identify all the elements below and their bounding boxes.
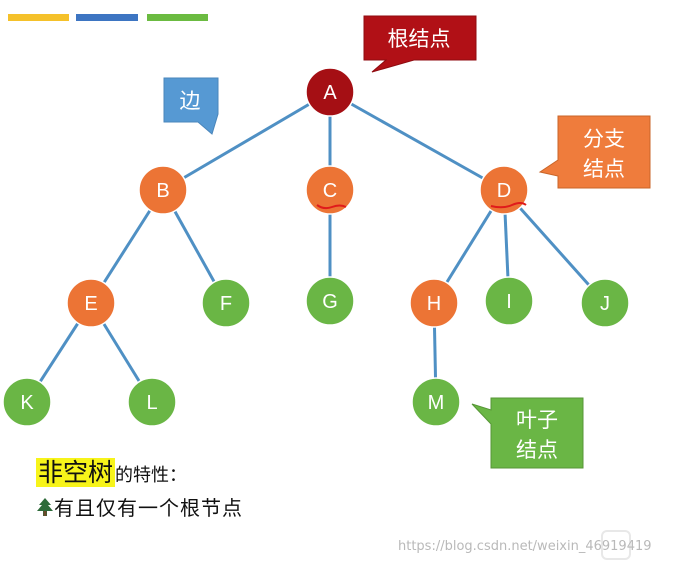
top-bar-blue (76, 14, 138, 21)
tree-properties: 非空树的特性： 有且仅有一个根节点 (36, 456, 243, 525)
node-circle-d (479, 165, 529, 215)
callout-root: 根结点 (363, 15, 477, 73)
node-l: L (127, 377, 177, 427)
node-circle-l (127, 377, 177, 427)
callout-edge-text: 边 (180, 89, 201, 113)
node-label-f: F (220, 293, 232, 315)
edge-a-d (329, 90, 505, 192)
properties-title-rest: 的特性： (115, 465, 188, 486)
callout-leaf: 叶子 结点 (471, 397, 584, 469)
tree-icon (36, 495, 54, 525)
node-g: G (305, 276, 355, 326)
node-d: D (479, 165, 529, 215)
callout-edge: 边 (163, 77, 219, 135)
top-bar-green (147, 14, 208, 21)
callout-branch: 分支 结点 (538, 115, 651, 189)
node-circle-m (411, 377, 461, 427)
node-c: C (305, 165, 355, 215)
node-m: M (411, 377, 461, 427)
node-label-l: L (146, 392, 157, 414)
node-circle-e (66, 278, 116, 328)
node-label-i: I (506, 291, 512, 313)
node-label-b: B (156, 180, 169, 202)
edges-layer (25, 90, 607, 403)
top-bar-yellow (8, 14, 69, 21)
callout-branch-line2: 结点 (583, 157, 625, 181)
node-label-k: K (20, 392, 34, 414)
node-circle-h (409, 278, 459, 328)
node-f: F (201, 278, 251, 328)
underline-mark-c (316, 204, 347, 210)
property-1-text: 有且仅有一个根节点 (54, 496, 243, 520)
node-circle-i (484, 276, 534, 326)
node-label-m: M (428, 392, 445, 414)
nodes-layer: A B C D E F G H I J K L M (2, 67, 630, 427)
node-circle-k (2, 377, 52, 427)
underline-mark-d (490, 202, 527, 209)
properties-title: 非空树的特性： (36, 456, 243, 493)
callout-root-text: 根结点 (388, 27, 451, 51)
callout-branch-line1: 分支 (583, 127, 625, 151)
node-label-d: D (497, 180, 511, 202)
node-k: K (2, 377, 52, 427)
edge-a-b (162, 90, 331, 192)
node-i: I (484, 276, 534, 326)
node-label-e: E (84, 293, 97, 315)
property-line-1: 有且仅有一个根节点 (36, 493, 243, 525)
highlight-nonempty-tree: 非空树 (36, 458, 116, 487)
node-label-j: J (600, 293, 610, 315)
node-circle-b (138, 165, 188, 215)
watermark-logo (601, 530, 631, 560)
edge-d-j (502, 189, 607, 304)
node-label-h: H (427, 293, 441, 315)
node-j: J (580, 278, 630, 328)
node-circle-a (305, 67, 355, 117)
node-b: B (138, 165, 188, 215)
node-circle-f (201, 278, 251, 328)
callout-leaf-line2: 结点 (516, 438, 558, 462)
node-label-a: A (323, 82, 337, 104)
node-label-g: G (322, 291, 338, 313)
watermark: https://blog.csdn.net/weixin_46919419 (398, 539, 652, 554)
node-circle-g (305, 276, 355, 326)
node-e: E (66, 278, 116, 328)
node-label-c: C (323, 180, 337, 202)
callout-leaf-line1: 叶子 (516, 408, 558, 432)
node-circle-c (305, 165, 355, 215)
node-a: A (305, 67, 355, 117)
node-circle-j (580, 278, 630, 328)
node-h: H (409, 278, 459, 328)
